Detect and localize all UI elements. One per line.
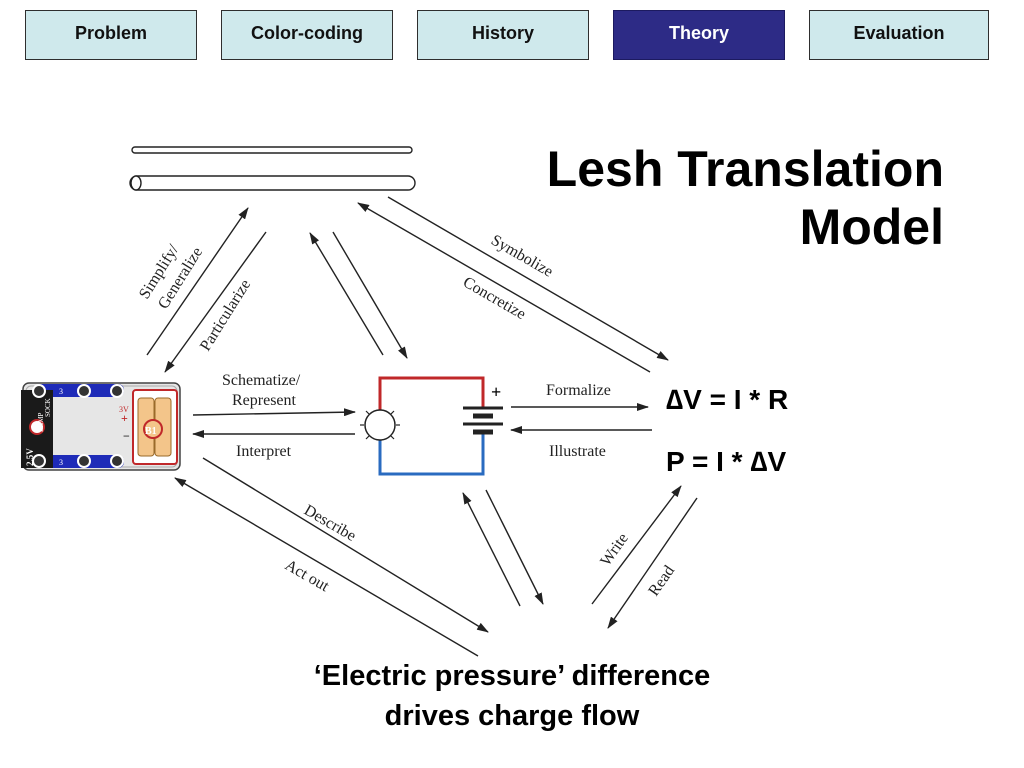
circuit-schematic [360, 376, 503, 476]
label-3-top: 3 [59, 387, 63, 396]
arrow-particularize [164, 231, 267, 373]
label-b1: B1 [145, 426, 157, 437]
label-describe: Describe [301, 502, 359, 545]
caption-line-1: ‘Electric pressure’ difference [313, 660, 711, 692]
arrow-bottom-to-circuit [462, 492, 521, 607]
arrow-schematize [192, 408, 356, 417]
page-title: Lesh Translation Model [547, 140, 944, 256]
label-illustrate: Illustrate [549, 443, 606, 460]
arrow-circuit-to-bottom [485, 489, 544, 605]
label-write: Write [597, 530, 631, 569]
tab-problem[interactable]: Problem [25, 10, 197, 60]
label-act-out: Act out [282, 557, 332, 596]
label-represent: Represent [232, 392, 297, 409]
pipe-drawing [129, 146, 416, 191]
arrow-write [591, 485, 682, 605]
label-3v: 3V [119, 405, 129, 414]
snap-circuit-kit: B1 3V + − 3 3 2.5V LAMP SOCK [21, 382, 181, 471]
label-read: Read [645, 563, 678, 600]
label-25v: 2.5V [25, 448, 35, 466]
label-sock: SOCK [44, 398, 52, 417]
tab-evaluation[interactable]: Evaluation [809, 10, 989, 60]
label-schematize: Schematize/ [222, 372, 301, 389]
arrow-circuit-to-pipes [309, 232, 384, 356]
caption-line-2: drives charge flow [384, 700, 640, 732]
arrow-pipes-to-circuit [332, 231, 408, 359]
title-line-1: Lesh Translation [546, 141, 944, 197]
label-particularize: Particularize [197, 277, 254, 355]
tab-theory[interactable]: Theory [613, 10, 785, 60]
label-formalize: Formalize [546, 382, 611, 399]
label-3-bottom: 3 [59, 458, 63, 467]
ohms-law-formula: ∆V = I * R [666, 384, 789, 415]
label-concretize: Concretize [460, 274, 529, 323]
caption: ‘Electric pressure’ difference drives ch… [0, 656, 1024, 736]
power-formula: P = I * ∆V [666, 446, 787, 477]
label-lamp: LAMP [37, 412, 45, 432]
battery-plus-sign: + [491, 382, 501, 402]
svg-text:+: + [121, 411, 128, 425]
tab-history[interactable]: History [417, 10, 589, 60]
arrow-read [607, 497, 698, 629]
svg-text:−: − [123, 429, 130, 443]
label-interpret: Interpret [236, 443, 292, 460]
tab-color-coding[interactable]: Color-coding [221, 10, 393, 60]
arrow-act-out [174, 477, 479, 657]
title-line-2: Model [799, 199, 944, 255]
label-symbolize: Symbolize [488, 232, 556, 281]
label-simplify: Simplify/ [136, 241, 183, 302]
arrow-describe [202, 457, 489, 633]
arrow-simplify [146, 207, 249, 356]
label-generalize: Generalize [155, 244, 206, 312]
